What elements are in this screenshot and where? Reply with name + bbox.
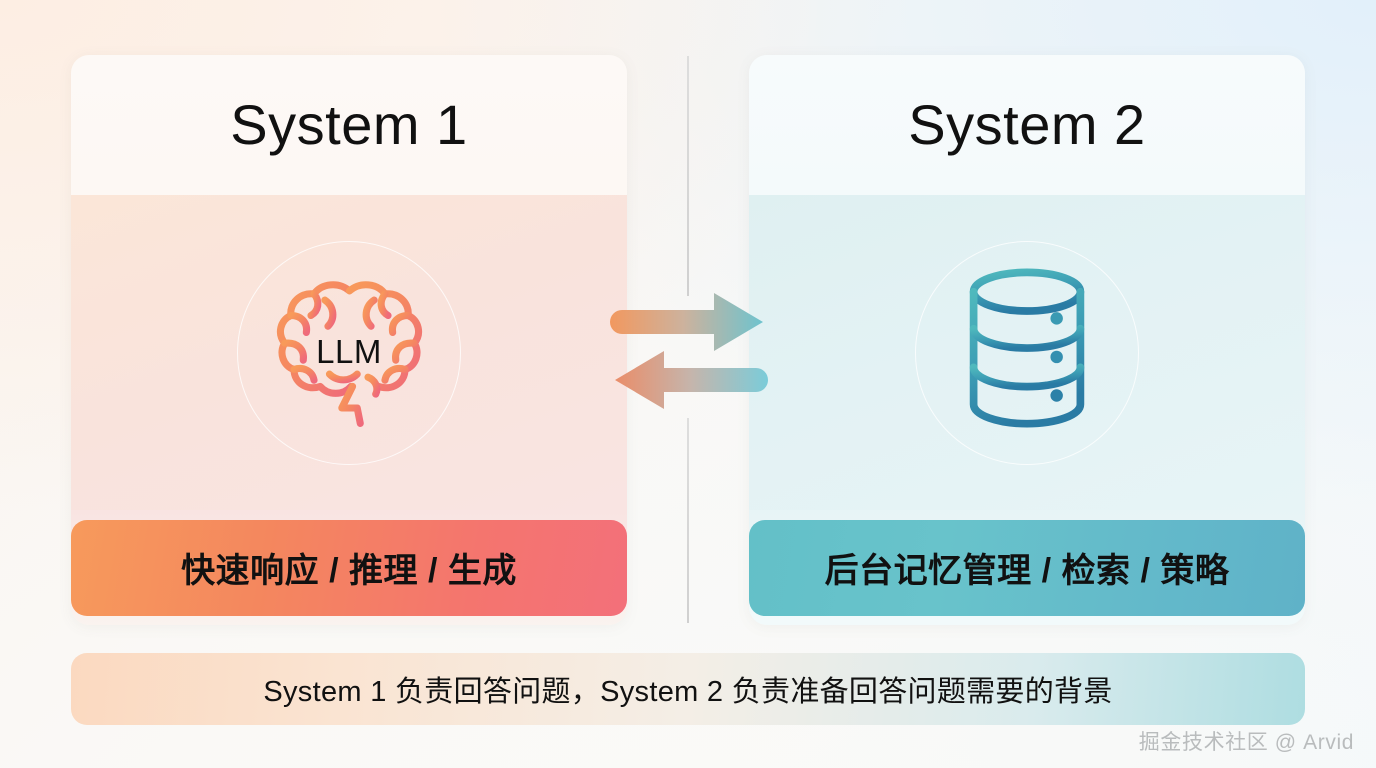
center-divider-bottom <box>687 418 689 623</box>
system-1-icon-area: LLM <box>71 195 627 510</box>
arrow-left-icon <box>615 351 768 409</box>
system-2-title: System 2 <box>908 93 1146 156</box>
arrow-right-icon <box>610 293 763 351</box>
brain-icon: LLM <box>257 260 442 445</box>
system-1-capabilities-label: 快速响应 / 推理 / 生成 <box>181 552 517 590</box>
system-2-capabilities-label: 后台记忆管理 / 检索 / 策略 <box>824 552 1230 590</box>
halo-ring-left <box>237 240 461 465</box>
summary-caption-text: System 1 负责回答问题，System 2 负责准备回答问题需要的背景 <box>263 676 1113 708</box>
watermark: 掘金技术社区 @ Arvid <box>1138 731 1354 754</box>
system-1-pill-zone: 快速响应 / 推理 / 生成 <box>71 510 627 625</box>
system-2-pill-zone: 后台记忆管理 / 检索 / 策略 <box>749 510 1305 625</box>
system-2-card: System 2 <box>749 55 1305 625</box>
exchange-arrows <box>610 290 768 412</box>
system-1-card: System 1 <box>71 55 627 625</box>
system-1-header: System 1 <box>71 55 627 195</box>
system-1-capabilities-pill: 快速响应 / 推理 / 生成 <box>71 519 627 616</box>
database-icon <box>935 260 1120 445</box>
system-1-title: System 1 <box>230 93 468 156</box>
summary-caption: System 1 负责回答问题，System 2 负责准备回答问题需要的背景 <box>71 653 1305 725</box>
halo-ring-right <box>915 240 1139 465</box>
system-2-header: System 2 <box>749 55 1305 195</box>
center-divider-top <box>687 56 689 296</box>
system-2-icon-area <box>749 195 1305 510</box>
system-2-capabilities-pill: 后台记忆管理 / 检索 / 策略 <box>749 519 1305 616</box>
